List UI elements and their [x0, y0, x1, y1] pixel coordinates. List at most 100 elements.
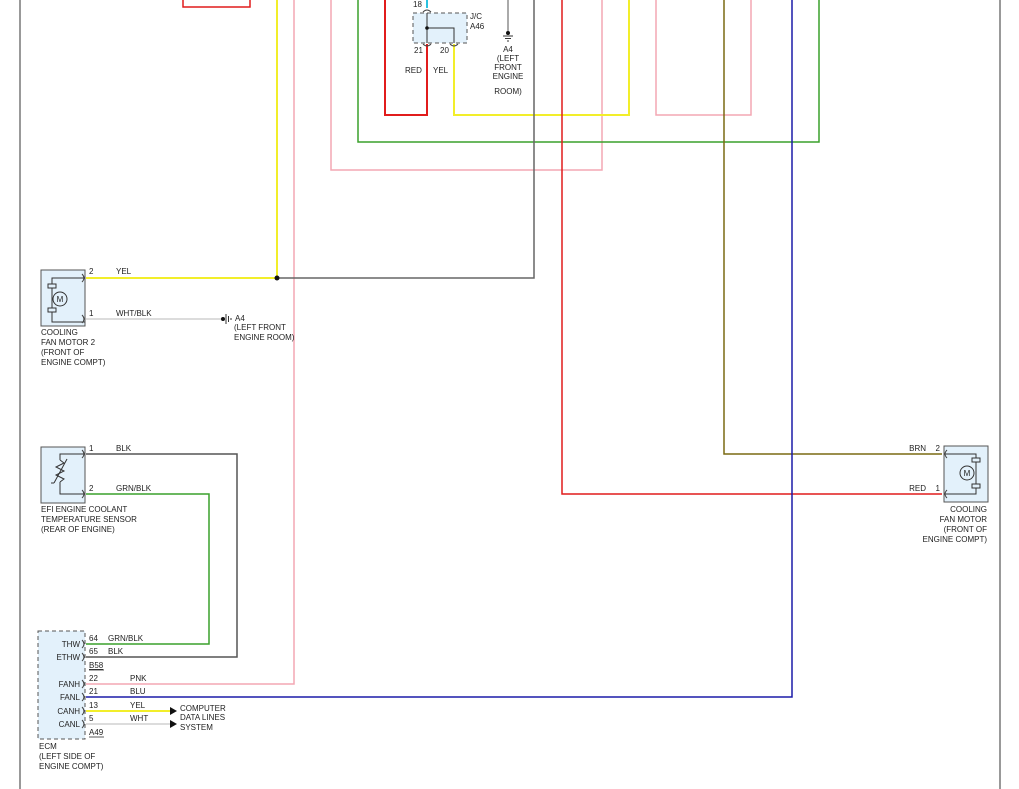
jc-pin-top	[422, 9, 432, 13]
fan2-pin-1	[81, 314, 85, 324]
ground-mid-id: A4	[235, 314, 245, 323]
ground-top-line1: (LEFT	[497, 54, 519, 63]
ecm-wire-blu-label: BLU	[130, 687, 146, 696]
jc-label-2: A46	[470, 22, 485, 31]
fan-wire-brn-label: BRN	[909, 444, 926, 453]
ecm-pin-65-num: 65	[89, 647, 98, 656]
red-wire-topleft	[182, 0, 251, 8]
pink-wire-fanh	[86, 0, 295, 685]
sensor-label-3: (REAR OF ENGINE)	[41, 525, 115, 534]
jc-label-1: J/C	[470, 12, 482, 21]
fan2-label-1: COOLING	[41, 328, 78, 337]
gray-wire	[277, 0, 535, 279]
fan2-label-2: FAN MOTOR 2	[41, 338, 96, 347]
motor-icon-fan2	[47, 277, 85, 323]
ground-mid-line1: (LEFT FRONT	[234, 323, 286, 332]
computer-data-label-2: DATA LINES	[180, 713, 225, 722]
ecm-box	[37, 630, 86, 740]
ecm-terminal-22	[81, 679, 85, 689]
fan2-pin-1-label: 1	[89, 309, 94, 318]
blue-wire-fanl	[86, 0, 793, 698]
ecm-pin-fanh-name: FANH	[59, 680, 81, 689]
motor-icon-fan	[944, 453, 981, 495]
sensor-pin-1-label: 1	[89, 444, 94, 453]
arrow-canl	[170, 720, 177, 728]
ecm-pin-canh-name: CANH	[57, 707, 80, 716]
red-wire-fanmotor	[561, 0, 942, 495]
fan-pin-2-label: 2	[936, 444, 941, 453]
ecm-wire-grnblk-label: GRN/BLK	[108, 634, 144, 643]
sensor-pin-2	[81, 489, 85, 499]
jc-pin-right	[449, 43, 459, 47]
ecm-terminal-65	[81, 652, 85, 662]
ecm-pin-thw-name: THW	[62, 640, 81, 649]
ecm-pin-ethw-name: ETHW	[56, 653, 80, 662]
coolant-sensor-box	[40, 446, 86, 504]
fan2-pin-2	[81, 273, 85, 283]
green-wire-sensor	[86, 493, 210, 645]
fan-pin-1	[944, 489, 948, 499]
computer-data-label-1: COMPUTER	[180, 704, 226, 713]
arrow-canh	[170, 707, 177, 715]
fan-motor-2-symbol: M	[57, 295, 64, 304]
brown-wire	[723, 0, 942, 455]
fan2-label-3: (FRONT OF	[41, 348, 85, 357]
ecm-pin-canl-name: CANL	[59, 720, 81, 729]
ecm-label-2: (LEFT SIDE OF	[39, 752, 95, 761]
green-wire-loop	[357, 0, 820, 143]
ground-icon-mid	[221, 314, 232, 324]
ground-top-line4: ROOM)	[494, 87, 522, 96]
jc-pin-right-label: 20	[440, 46, 449, 55]
sensor-wire-grnblk-label: GRN/BLK	[116, 484, 152, 493]
ecm-wire-wht-label: WHT	[130, 714, 148, 723]
red-wire-jc	[384, 0, 428, 116]
yellow-wire-jc	[453, 0, 630, 116]
jc-internal-h	[427, 27, 455, 43]
jc-wire-left-label: RED	[405, 66, 422, 75]
ecm-connector-a49: A49	[89, 728, 104, 737]
fan-pin-1-label: 1	[936, 484, 941, 493]
ecm-pin-21-num: 21	[89, 687, 98, 696]
ecm-terminal-21	[81, 692, 85, 702]
fan2-wire-yel-label: YEL	[116, 267, 132, 276]
sensor-pin-2-label: 2	[89, 484, 94, 493]
ecm-terminal-64	[81, 639, 85, 649]
ecm-pin-5-num: 5	[89, 714, 94, 723]
ground-top-id: A4	[503, 45, 513, 54]
ecm-pin-64-num: 64	[89, 634, 98, 643]
ecm-wire-pnk-label: PNK	[130, 674, 147, 683]
jc-pin-left-label: 21	[414, 46, 423, 55]
ground-top-line3: ENGINE	[493, 72, 524, 81]
splice-dot	[274, 275, 280, 281]
fan-wire-red-label: RED	[909, 484, 926, 493]
fan-label-4: ENGINE COMPT)	[923, 535, 988, 544]
thermistor-icon	[51, 453, 85, 495]
fan-label-2: FAN MOTOR	[940, 515, 988, 524]
ecm-terminal-13	[81, 706, 85, 716]
fan-label-3: (FRONT OF	[944, 525, 988, 534]
ground-mid-line2: ENGINE ROOM)	[234, 333, 295, 342]
ecm-wire-blk-label: BLK	[108, 647, 124, 656]
pink-wire-loop	[330, 0, 603, 171]
ecm-label-1: ECM	[39, 742, 57, 751]
ecm-label-3: ENGINE COMPT)	[39, 762, 104, 771]
ecm-terminal-5	[81, 719, 85, 729]
jc-wire-right-label: YEL	[433, 66, 449, 75]
fan2-pin-2-label: 2	[89, 267, 94, 276]
ecm-pin-13-num: 13	[89, 701, 98, 710]
yellow-wire-fan2	[86, 0, 278, 279]
computer-data-label-3: SYSTEM	[180, 723, 213, 732]
ground-top-line2: FRONT	[494, 63, 522, 72]
sensor-wire-blk-label: BLK	[116, 444, 132, 453]
jc-pin-top-label: 18	[413, 0, 422, 9]
fan2-wire-whtblk-label: WHT/BLK	[116, 309, 152, 318]
sensor-label-1: EFI ENGINE COOLANT	[41, 505, 127, 514]
black-wire-sensor	[86, 453, 238, 658]
pink-wire-loop-right	[655, 0, 752, 116]
fan2-label-4: ENGINE COMPT)	[41, 358, 106, 367]
sensor-pin-1	[81, 449, 85, 459]
ground-icon-top	[503, 31, 513, 42]
fan-pin-2	[944, 449, 948, 459]
fan-motor-symbol: M	[964, 469, 971, 478]
